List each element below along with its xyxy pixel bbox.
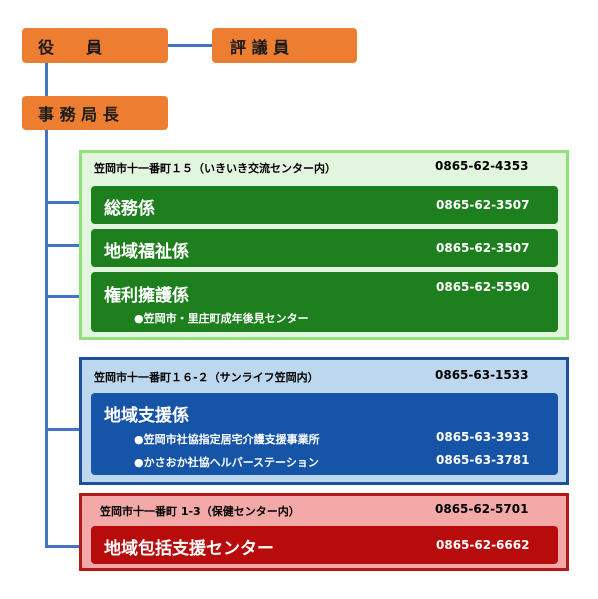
community-support-section: 地域支援係 ●笠岡市社協指定居宅介護支援事業所 0865-63-3933 ●かさ…: [91, 393, 558, 475]
general-affairs-tel: 0865-62-3507: [436, 198, 530, 212]
officers-box: 役 員: [22, 28, 168, 63]
rights-advocacy-section: 権利擁護係 0865-62-5590 ●笠岡市・里庄町成年後見センター: [91, 272, 558, 332]
green-group-address: 笠岡市十一番町１５（いきいき交流センター内）: [94, 162, 336, 175]
connector-general-affairs: [45, 201, 91, 204]
community-support-name: 地域支援係: [104, 406, 189, 426]
comprehensive-support-section: 地域包括支援センター 0865-62-6662: [91, 526, 558, 564]
comprehensive-support-tel: 0865-62-6662: [436, 538, 530, 552]
guardianship-center-label: ●笠岡市・里庄町成年後見センター: [134, 312, 309, 325]
blue-group: 笠岡市十一番町１６-２（サンライフ笠岡内） 0865-63-1533 地域支援係…: [79, 357, 569, 485]
red-group: 笠岡市十一番町 1-3（保健センター内） 0865-62-5701 地域包括支援…: [79, 493, 569, 571]
rights-advocacy-tel: 0865-62-5590: [436, 280, 530, 294]
connector-comprehensive-support: [45, 545, 91, 548]
connector-main-trunk: [45, 128, 48, 548]
care-support-office-label: ●笠岡市社協指定居宅介護支援事業所: [134, 433, 320, 446]
blue-group-tel: 0865-63-1533: [435, 368, 529, 382]
general-affairs-section: 総務係 0865-62-3507: [91, 186, 558, 224]
connector-officers-councilors: [166, 44, 214, 47]
rights-advocacy-name: 権利擁護係: [104, 286, 189, 306]
connector-rights-advocacy: [45, 295, 91, 298]
green-group-tel: 0865-62-4353: [435, 159, 529, 173]
general-affairs-name: 総務係: [104, 199, 155, 219]
connector-community-welfare: [45, 244, 91, 247]
councilors-box: 評 議 員: [212, 28, 357, 63]
red-group-tel: 0865-62-5701: [435, 502, 529, 516]
blue-group-address: 笠岡市十一番町１６-２（サンライフ笠岡内）: [94, 371, 319, 384]
care-support-office-tel: 0865-63-3933: [436, 430, 530, 444]
connector-community-support: [45, 428, 91, 431]
councilors-label: 評 議 員: [230, 37, 290, 57]
community-welfare-section: 地域福祉係 0865-62-3507: [91, 229, 558, 267]
officers-label: 役 員: [38, 37, 103, 57]
helper-station-tel: 0865-63-3781: [436, 453, 530, 467]
comprehensive-support-name: 地域包括支援センター: [104, 539, 274, 559]
community-welfare-tel: 0865-62-3507: [436, 241, 530, 255]
director-box: 事 務 局 長: [22, 96, 168, 130]
helper-station-label: ●かさおか社協ヘルパーステーション: [134, 456, 319, 469]
connector-officers-director: [45, 62, 48, 96]
community-welfare-name: 地域福祉係: [104, 242, 189, 262]
green-group: 笠岡市十一番町１５（いきいき交流センター内） 0865-62-4353 総務係 …: [79, 150, 569, 340]
director-label: 事 務 局 長: [38, 105, 119, 124]
red-group-address: 笠岡市十一番町 1-3（保健センター内）: [100, 505, 300, 518]
